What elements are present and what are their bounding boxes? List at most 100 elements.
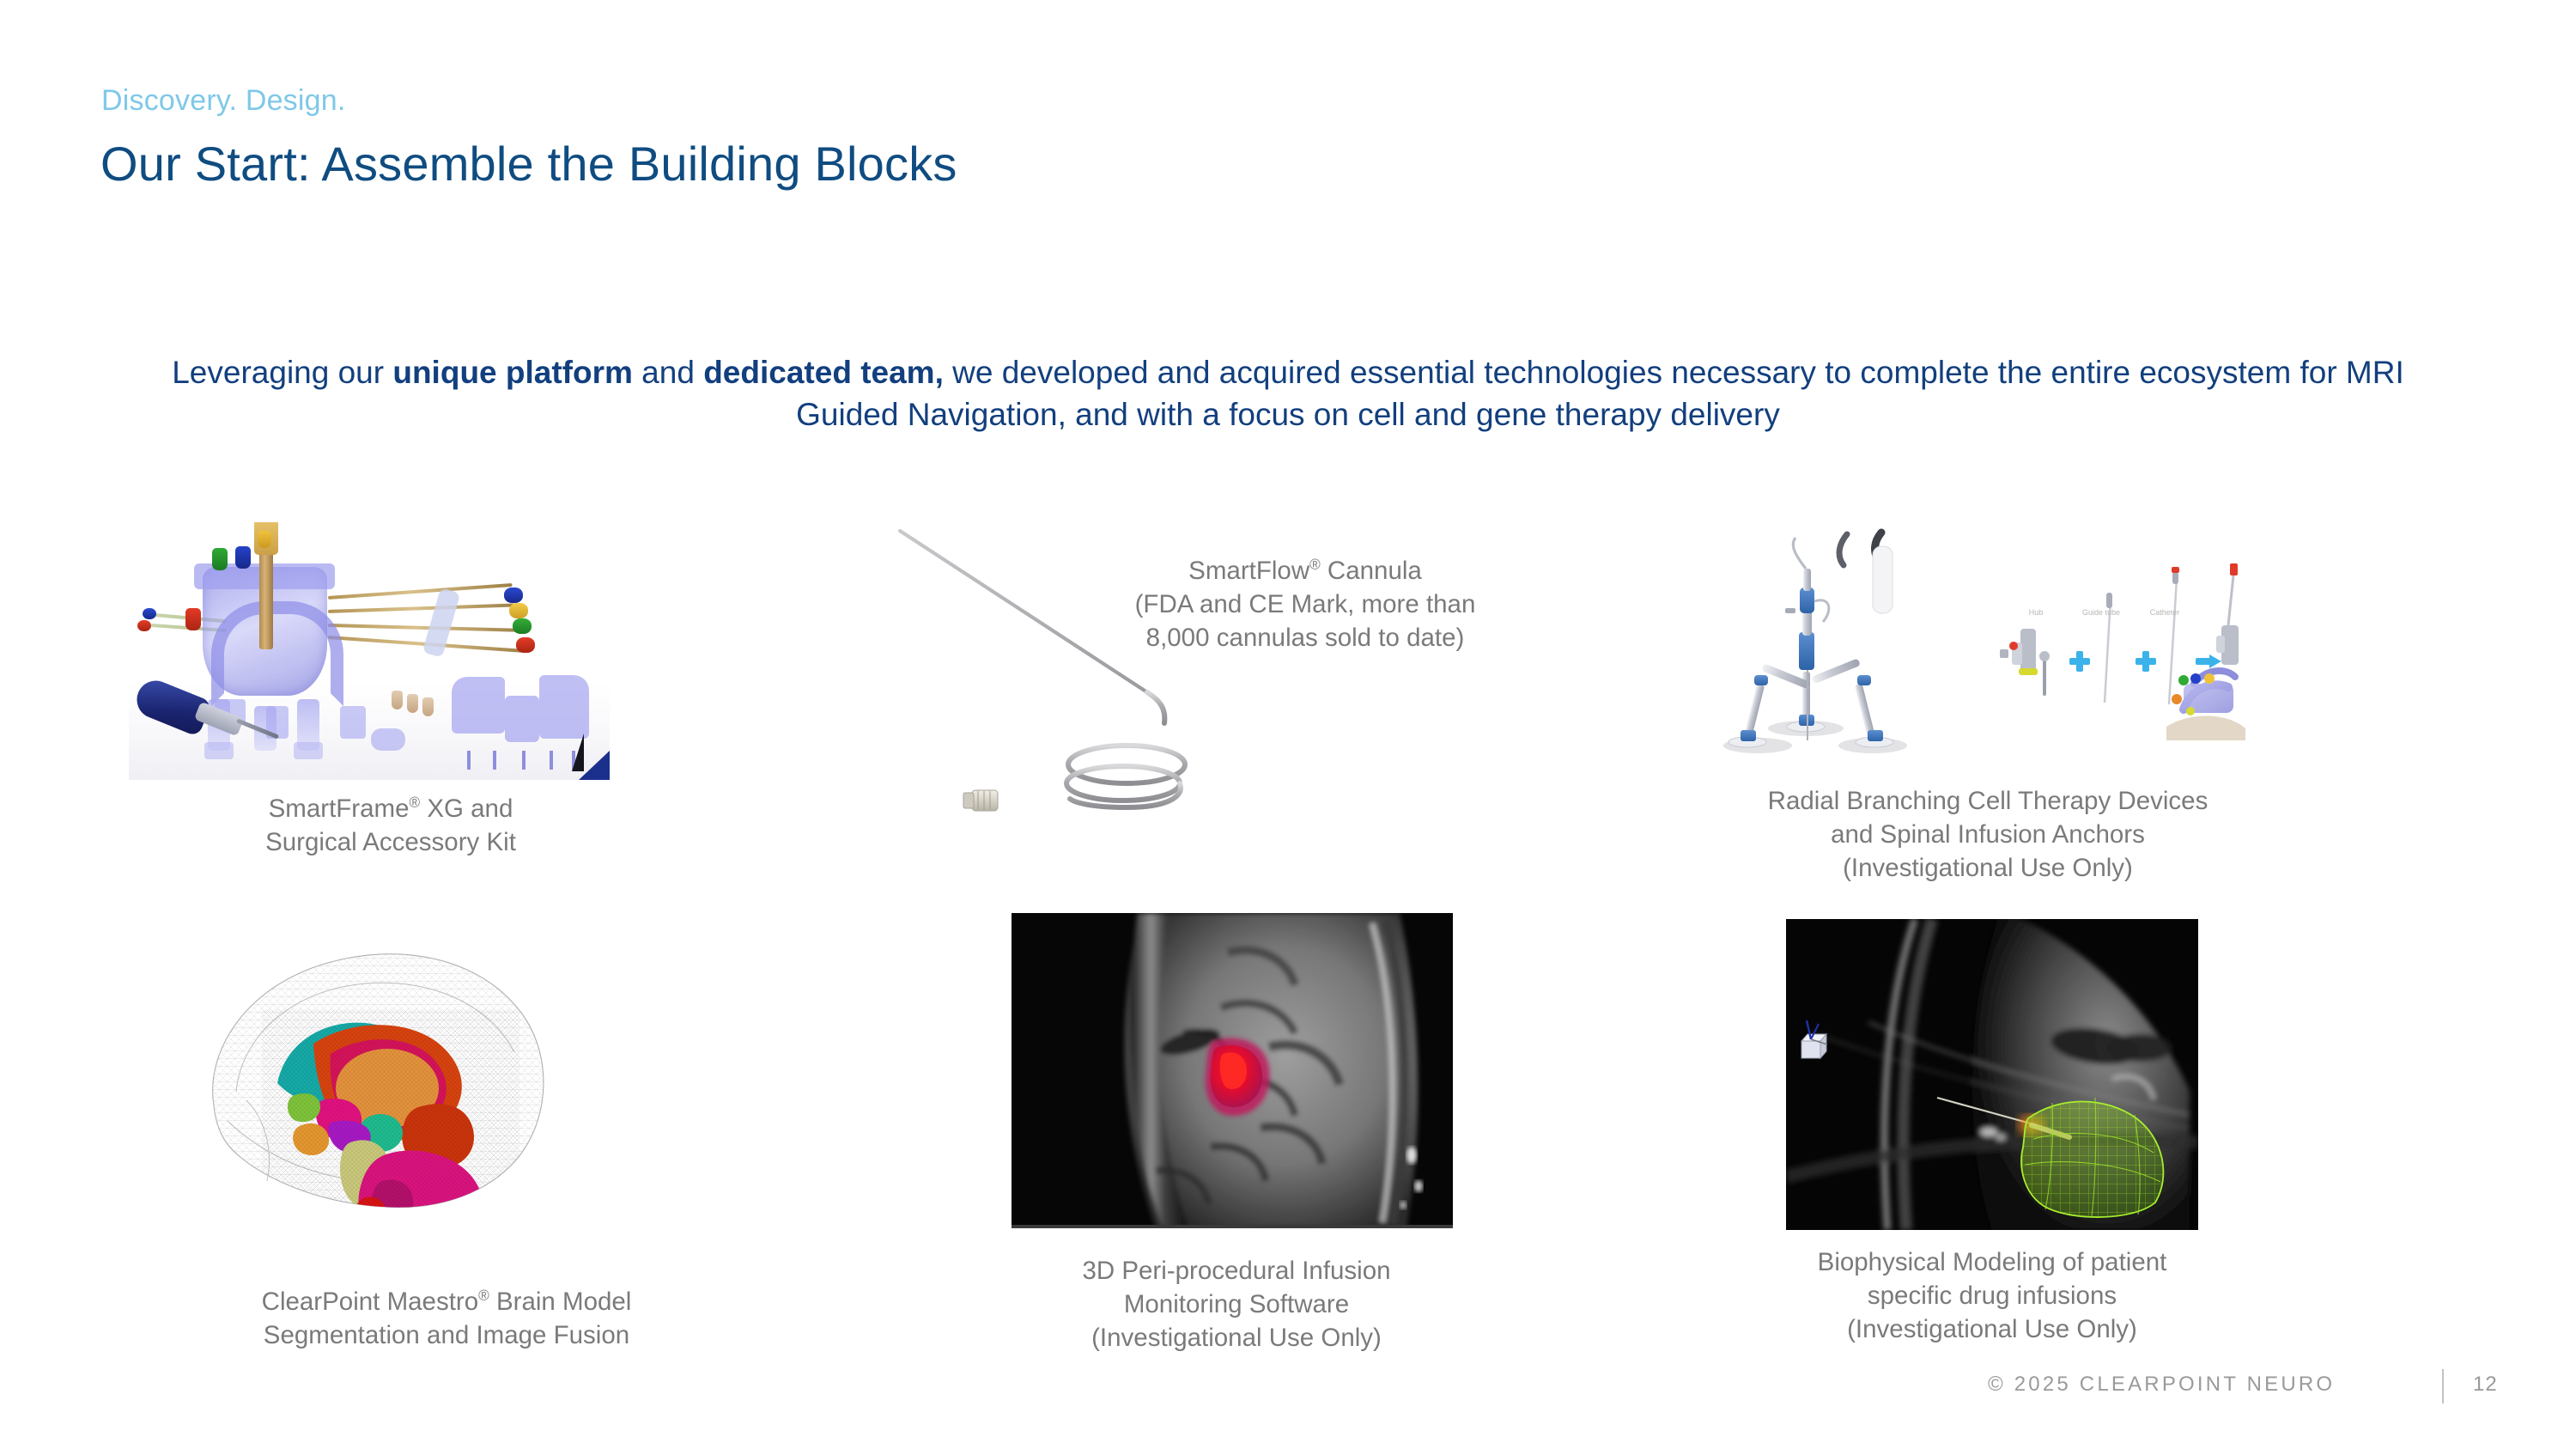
arrow-right-icon	[2196, 654, 2221, 668]
brain-segmented-structures	[262, 1009, 519, 1208]
caption-line-2: Segmentation and Image Fusion	[263, 1321, 630, 1350]
radial-catheter-sheath	[1872, 545, 1893, 614]
caption-line-3: 8,000 cannulas sold to date)	[1145, 624, 1465, 653]
cannula-coil-loop-3	[1067, 781, 1183, 811]
rod-cap-red	[516, 637, 535, 653]
plus-icon-2	[2136, 651, 2156, 672]
stereotactic-frame-arch	[211, 601, 343, 706]
plug-part-3	[422, 697, 434, 716]
plug-part-1	[392, 691, 403, 709]
cluster-part-2	[505, 696, 539, 742]
frame-foot-2	[294, 742, 323, 759]
infusion-monitoring-image	[1012, 913, 1453, 1228]
anchor-tubing	[1791, 537, 1807, 569]
anchors-caption: Radial Branching Cell Therapy Devices an…	[1722, 784, 2254, 886]
lead-bold-dedicated-team: dedicated team,	[703, 355, 944, 390]
frame-cap-blue	[235, 546, 251, 569]
caption-line-3: (Investigational Use Only)	[1843, 854, 2133, 883]
copyright-text: © 2025 CLEARPOINT NEURO	[1988, 1373, 2336, 1396]
lead-part-1: Leveraging our	[172, 355, 393, 390]
page-number: 12	[2473, 1373, 2498, 1396]
biophysical-infusion-mesh	[2020, 1097, 2165, 1218]
mri-infusion-svg	[1012, 913, 1453, 1228]
cannula-svg	[897, 528, 1188, 812]
cluster-pin-4	[550, 751, 553, 770]
stylet-rod-1	[327, 583, 513, 600]
caption-line-1: 3D Peri-procedural Infusion	[1082, 1257, 1391, 1285]
stylet-rod-3	[327, 624, 524, 632]
page-title: Our Start: Assemble the Building Blocks	[100, 137, 957, 191]
cannula-bend	[1145, 690, 1168, 726]
smartframe-xg-kit-image	[129, 522, 610, 780]
lead-part-3: we developed and acquired essential tech…	[796, 355, 2404, 432]
frame-cap-red	[185, 608, 201, 630]
caption-text-b: Cannula	[1320, 557, 1422, 585]
plus-icon-1	[2069, 651, 2090, 672]
cannula-needle-shaft	[897, 528, 1150, 695]
caption-line-3: (Investigational Use Only)	[1847, 1315, 2137, 1344]
slide-eyebrow: Discovery. Design.	[101, 84, 346, 117]
caption-text-b: Brain Model	[489, 1288, 632, 1316]
orientation-cube-widget	[1800, 1020, 1828, 1060]
maestro-brain-model-image	[185, 923, 571, 1267]
infusion-software-caption: 3D Peri-procedural Infusion Monitoring S…	[1018, 1254, 1455, 1355]
mri-bottom-bar	[1012, 1225, 1453, 1228]
spinal-anchor-and-radial-device-image: Hub Guide tube Catheter	[1713, 515, 2263, 773]
accessory-cluster	[448, 673, 596, 770]
cannula-coil-loop-1	[1066, 743, 1188, 786]
caption-text-b: XG and	[420, 795, 513, 823]
catheter-hub	[2172, 572, 2178, 584]
footer-divider	[2442, 1369, 2444, 1403]
hub-clip	[2000, 649, 2008, 658]
anchor-side-tube	[1814, 599, 1831, 623]
guide-tube-hub	[2106, 593, 2112, 608]
frame-cap-green	[212, 548, 228, 570]
biophysical-modeling-image	[1786, 919, 2198, 1230]
diagram-label-catheter: Catheter	[2150, 608, 2180, 617]
corner-blue-wedge	[579, 751, 610, 780]
hub-stylet-knob	[2039, 651, 2050, 661]
hub-yellow-base	[2019, 668, 2038, 675]
guide-tube-shaft	[2103, 597, 2112, 703]
cluster-pin-2	[493, 751, 496, 770]
radial-catheter-tip-1	[1836, 531, 1850, 569]
rod-cap-yellow	[509, 603, 528, 618]
caption-line-3: (Investigational Use Only)	[1091, 1324, 1382, 1353]
hub-red-knob	[2009, 642, 2018, 650]
anchors-svg: Hub Guide tube Catheter	[1723, 528, 2245, 753]
accessory-part-3	[340, 706, 366, 739]
infusion-volume-overlay	[1205, 1038, 1270, 1117]
rod-cap-blue-small	[143, 608, 156, 619]
hub-body	[2020, 629, 2036, 673]
diagram-label-hub: Hub	[2029, 608, 2044, 617]
catheter-shaft	[2167, 578, 2178, 705]
caption-line-2: and Spinal Infusion Anchors	[1831, 820, 2145, 849]
registered-trademark-icon: ®	[478, 1288, 489, 1305]
cluster-part-3	[539, 675, 589, 739]
cluster-pin-3	[522, 751, 526, 770]
accessory-part-4	[371, 728, 405, 751]
cannula-luer-tip	[963, 792, 975, 809]
caption-line-2: Monitoring Software	[1123, 1290, 1350, 1319]
cluster-pin-1	[467, 751, 471, 770]
caption-line-2: Surgical Accessory Kit	[265, 828, 516, 857]
caption-line-2: specific drug infusions	[1867, 1282, 2117, 1311]
plug-part-2	[407, 694, 418, 713]
assembled-radial-device	[2166, 563, 2245, 740]
rod-cap-blue	[504, 588, 523, 603]
registered-trademark-icon: ®	[409, 795, 421, 812]
mri-anatomy	[1124, 913, 1419, 1228]
smartflow-cannula-image	[893, 524, 1340, 833]
caption-line-2: (FDA and CE Mark, more than	[1134, 590, 1476, 619]
radial-branching-exploded-diagram: Hub Guide tube Catheter	[2000, 563, 2245, 740]
smartframe-caption: SmartFrame® XG and Surgical Accessory Ki…	[176, 792, 605, 859]
biophysical-svg	[1786, 919, 2198, 1230]
biophysical-modeling-caption: Biophysical Modeling of patient specific…	[1769, 1245, 2215, 1347]
brain-model-caption: ClearPoint Maestro® Brain Model Segmenta…	[172, 1285, 721, 1352]
stylet-rod-2	[327, 603, 519, 613]
cluster-part-1	[452, 677, 505, 734]
frame-cap-yellow	[258, 531, 271, 548]
caption-text-a: SmartFlow	[1188, 557, 1310, 585]
registered-trademark-icon: ®	[1309, 557, 1321, 574]
